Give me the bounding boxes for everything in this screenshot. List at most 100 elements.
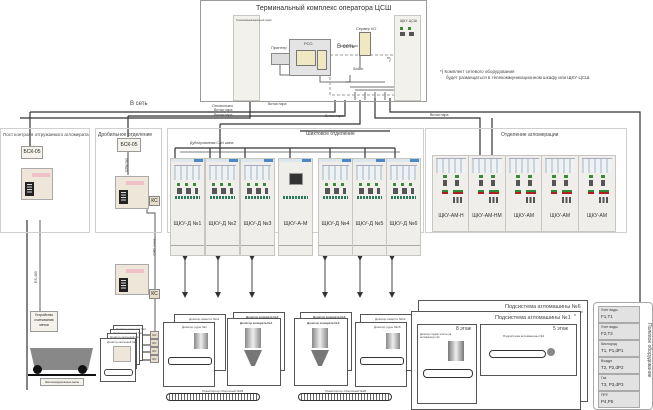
dispenser-group4-front[interactable]: Дозатор руды №15 (355, 322, 407, 387)
signal-lamps (515, 190, 521, 194)
ks-box-4: КС (150, 339, 159, 347)
dispenser-group2-front[interactable]: Дозатор возврата №1 (227, 318, 281, 386)
printer-label: Принтер (271, 45, 287, 50)
telecom-cabinet-label: Телекоммуникационный шкаф (236, 19, 272, 22)
indicator-lamps (177, 183, 198, 186)
signal-lamps (588, 190, 594, 194)
ks-box-2[interactable]: КС (149, 289, 160, 299)
terminal-complex-title: Терминальный комплекс оператора ЦСШ (256, 5, 392, 12)
cabinet-agglomeration-2[interactable]: ЩКУ-АМ-НМ (468, 155, 506, 232)
cabinet-charge-2[interactable]: ЩКУ-Д №2 (205, 158, 240, 256)
ks-box-3: КС (150, 331, 159, 339)
cabinet-label: ЩКУ-Д №4 (321, 221, 350, 227)
ks-box-1[interactable]: КС (149, 196, 160, 206)
telecom-cabinet[interactable]: Телекоммуникационный шкаф (233, 15, 272, 101)
conveyor-icon (168, 357, 212, 365)
cabinet-base (353, 245, 386, 246)
bsk-05-crushing[interactable]: БСК-05 (117, 138, 141, 152)
cabinet-charge-4[interactable]: ЩКУ-А-М (278, 158, 313, 256)
tag-reader-box[interactable]: Устройство считывания метки (30, 311, 58, 332)
subsystem-machine-1[interactable]: Подсистема агломашины №1 * 8 этаж Дозато… (411, 311, 581, 410)
dispenser-label: Дозатор возврата №1 (240, 321, 273, 325)
cabinet-charge-5[interactable]: ЩКУ-Д №4 (318, 158, 353, 256)
cabinet-agglomeration-3[interactable]: ЩКУ-АМ (505, 155, 543, 232)
dispenser-group1-front[interactable]: Дозатор руды №1 (163, 322, 215, 387)
motor-icon (547, 348, 555, 356)
feeder-cone-icon (311, 350, 329, 366)
breaker-row (582, 158, 612, 173)
field-item-value: T1, P1,dP1 (601, 348, 624, 353)
controller-panel-crushing[interactable] (115, 176, 149, 209)
workstation-frame[interactable]: РСО (289, 39, 331, 76)
field-item-header: Учет воды (601, 325, 618, 329)
cabinet-base (241, 245, 274, 246)
button-block (489, 197, 499, 203)
indicator-lamps (479, 175, 495, 178)
breaker-row (509, 158, 539, 173)
breaker-row (356, 165, 383, 180)
floor-8-panel[interactable]: 8 этаж Дозатор подачи шихты на агломашин… (417, 324, 477, 404)
floor-5-caption: Подсистема агломашины №1 (503, 334, 545, 338)
indicator-lamps (589, 175, 605, 178)
signal-lamps (442, 190, 448, 194)
footnote-mark: *) (387, 57, 391, 63)
ks-box-5: КС (150, 347, 159, 355)
terminal-row (391, 196, 416, 199)
relay-row (589, 180, 605, 186)
cabinet-label: ЩКУ-Д №1 (173, 221, 202, 227)
relay-row (516, 180, 532, 186)
signal-lamps (562, 190, 572, 194)
tag-reader-label: Устройство считывания метки (34, 313, 54, 327)
controller-panel-post[interactable] (21, 168, 53, 200)
cabinet-charge-1[interactable]: ЩКУ-Д №1 (170, 158, 205, 256)
signal-lamps (453, 190, 463, 194)
cabinet-agglomeration-4[interactable]: ЩКУ-АМ (541, 155, 579, 232)
field-item-value: T2, P2,dP2 (601, 365, 624, 370)
cable-label-twisted-5: Витая пара (430, 113, 449, 117)
signal-lamps (489, 190, 499, 194)
cabinet-charge-7[interactable]: ЩКУ-Д №6 (386, 158, 421, 256)
subsystem-1-title: Подсистема агломашины №1 (495, 315, 571, 321)
cabinet-charge-6[interactable]: ЩКУ-Д №5 (352, 158, 387, 256)
field-item-header: ПРУ (601, 393, 608, 397)
subsystem-6-star: * (581, 311, 583, 317)
cabinet-cap (241, 159, 274, 162)
pc-tower-icon (317, 50, 327, 70)
cabinet-agglomeration-1[interactable]: ЩКУ-АМ-Н (432, 155, 470, 232)
dispenser-group3-front[interactable]: Дозатор возврата №3 (294, 318, 348, 386)
signal-lamps (526, 190, 536, 194)
cabinet-base (319, 245, 352, 246)
terminal-complex-frame: Терминальный комплекс оператора ЦСШ Теле… (200, 0, 427, 102)
server-icon[interactable] (359, 32, 371, 56)
field-item-value: F2,T2 (601, 331, 613, 336)
post-control-frame: Пост контроля отгружаемого агломерата (0, 128, 90, 233)
signal-lamps (551, 190, 557, 194)
floor-5-title: 5 этаж (553, 326, 568, 332)
cabinet-agglomeration-5[interactable]: ЩКУ-АМ (578, 155, 616, 232)
floor-5-panel[interactable]: 5 этаж Подсистема агломашины №1 (480, 324, 577, 376)
ks-label: КС (151, 198, 158, 204)
controller-panel-crushing-2[interactable] (115, 264, 149, 295)
cabinet-shku-tssh[interactable]: ЩКУ-ЦСШ (394, 15, 421, 101)
cabinet-label: ЩКУ-Д №6 (389, 221, 418, 227)
rs485-label: RS-485 (33, 271, 38, 283)
bsk-05-post[interactable]: БСК-05 (21, 146, 43, 159)
subsystem-1-star: * (574, 314, 576, 320)
cabinet-base (387, 245, 420, 246)
hopper-icon (245, 328, 261, 348)
relay-row (479, 180, 495, 186)
breaker-row (322, 165, 349, 180)
dispenser-label: Дозатор руды №15 (374, 325, 401, 329)
signal-lamps (478, 190, 484, 194)
conveyor-icon (423, 369, 473, 378)
pellet-dispenser-1[interactable]: Дозатор окатышей №1 (100, 338, 137, 382)
switch-label: Switch (353, 67, 364, 71)
cabinet-label: ЩКУ-А-М (283, 221, 308, 227)
cabinet-charge-3[interactable]: ЩКУ-Д №3 (240, 158, 275, 256)
